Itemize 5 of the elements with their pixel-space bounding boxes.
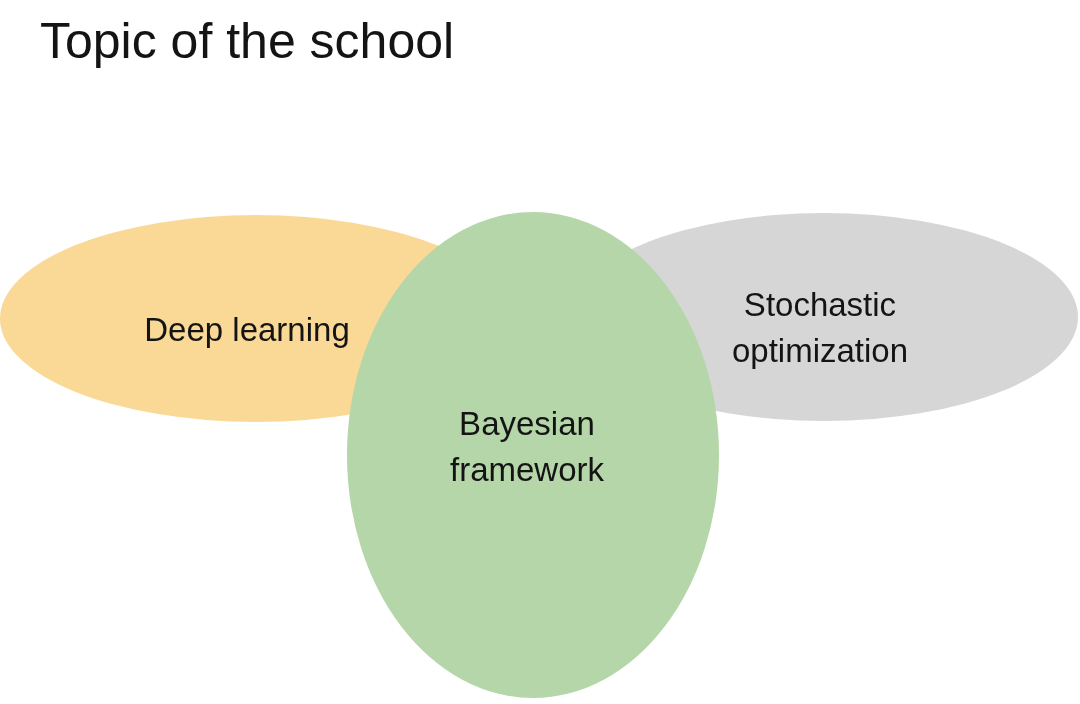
- topic-ellipse: [347, 212, 719, 698]
- slide-title: Topic of the school: [40, 12, 455, 70]
- topic-label: Deep learning: [144, 310, 350, 350]
- topic-label: Stochastic optimization: [731, 285, 909, 371]
- topic-label: Bayesian framework: [450, 404, 604, 490]
